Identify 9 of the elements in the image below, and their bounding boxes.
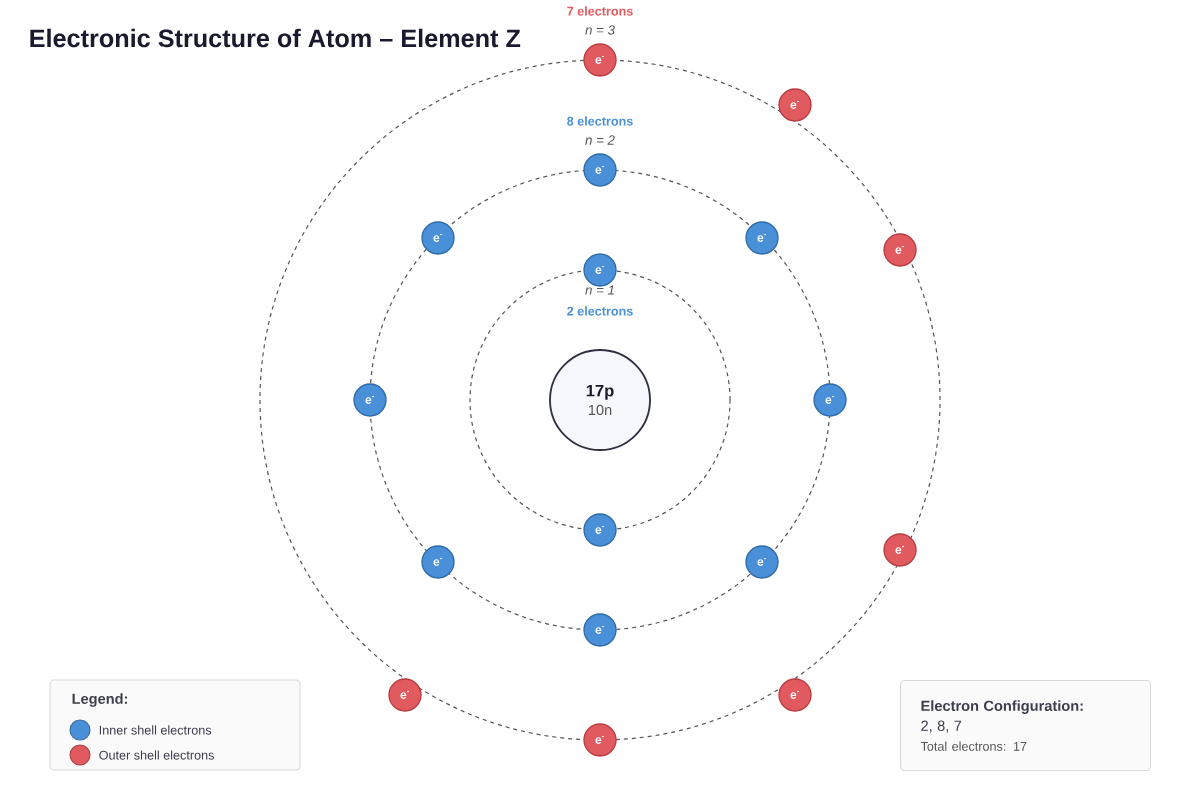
legend-label: Inner shell electrons bbox=[99, 725, 212, 735]
shell-count-label: 7 electrons bbox=[567, 6, 633, 16]
legend-label: Outer shell electrons bbox=[99, 750, 214, 760]
info-panel: Electron Configuration: 2, 8, 7 Total electrons: 17 bbox=[900, 680, 1152, 772]
legend-heading: Legend: bbox=[72, 693, 127, 707]
shell-count-label: 2 electrons bbox=[567, 306, 633, 316]
title: Electronic Structure of Atom – Element Z bbox=[30, 28, 521, 48]
shell-count-label: 8 electrons bbox=[567, 116, 633, 126]
shell-number-label: n = 1 bbox=[585, 285, 614, 295]
